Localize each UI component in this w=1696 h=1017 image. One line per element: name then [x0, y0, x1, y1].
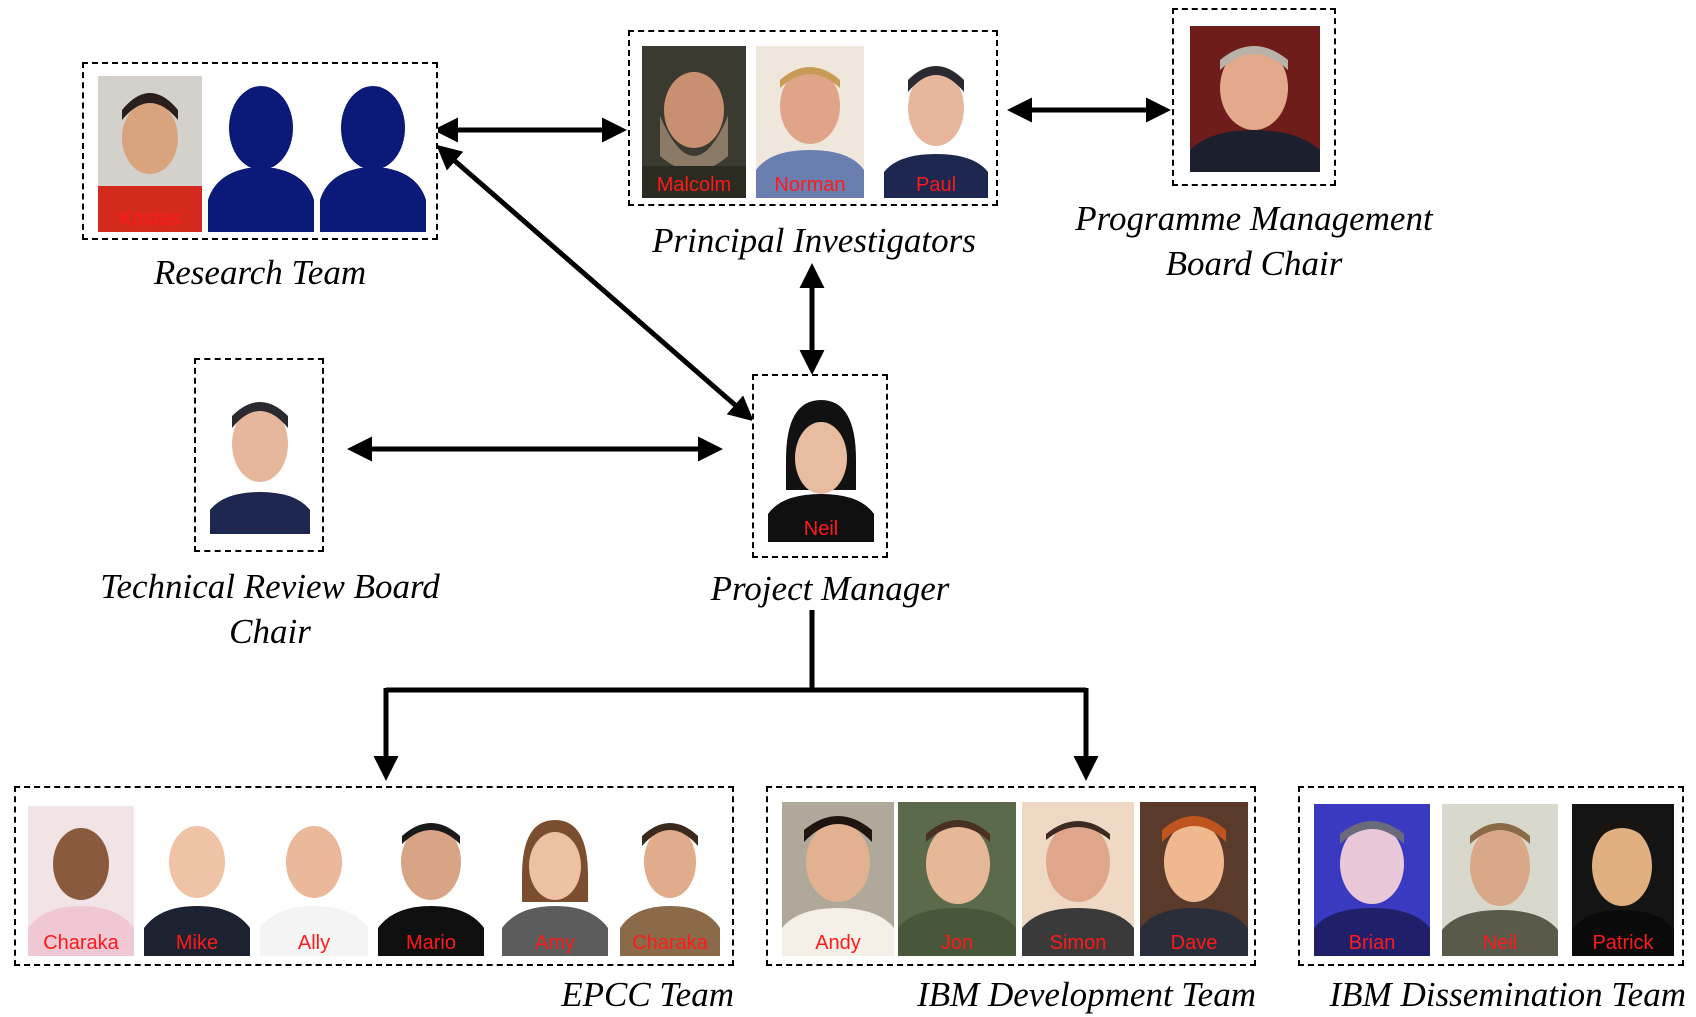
project-manager-box: Neil: [752, 374, 888, 558]
person-icon: [898, 820, 1016, 956]
member-name: Mario: [405, 932, 456, 954]
photo-placeholder-1: [208, 76, 314, 232]
member-name: Simon: [1049, 932, 1107, 954]
person-icon: [1140, 816, 1248, 956]
member-name: Charaka: [43, 932, 119, 954]
member-name: Andy: [815, 932, 861, 954]
member-name: Dave: [1170, 932, 1218, 954]
arrow-research-pm: [436, 144, 754, 422]
member-name: Charaka: [632, 932, 708, 954]
member-name: Malcolm: [656, 174, 732, 196]
programme-board-caption-1: Programme Management: [1075, 199, 1433, 238]
research-team-caption: Research Team: [153, 253, 367, 292]
person-icon: [768, 400, 874, 542]
photo-epcc-2: Mike: [144, 806, 250, 956]
ibm-development-team-box: Andy Jon Simon Dave: [766, 786, 1256, 966]
photo-technical-chair: [210, 384, 310, 534]
photo-ibmdev-3: Simon: [1022, 802, 1134, 956]
member-name: Ally: [297, 932, 331, 954]
member-name: Norman: [774, 174, 846, 196]
person-icon: [28, 828, 134, 956]
technical-board-box: [194, 358, 324, 552]
member-name: Patrick: [1592, 932, 1654, 954]
member-name: Amy: [535, 932, 575, 954]
photo-epcc-4: Mario: [378, 806, 484, 956]
photo-ibmdev-4: Dave: [1140, 802, 1248, 956]
person-icon: [1022, 821, 1134, 956]
person-icon: [642, 72, 746, 198]
project-manager-caption: Project Manager: [710, 569, 950, 608]
person-icon: [1190, 46, 1320, 172]
photo-malcolm: Malcolm: [642, 46, 746, 198]
research-team-box: Kostas: [82, 62, 438, 240]
silhouette-icon: [208, 86, 314, 232]
photo-epcc-3: Ally: [260, 806, 368, 956]
technical-board-caption-1: Technical Review Board: [100, 567, 440, 606]
member-name: Neil: [1482, 932, 1518, 954]
person-icon: [782, 816, 894, 956]
member-name: Mike: [175, 932, 219, 954]
photo-placeholder-2: [320, 76, 426, 232]
ibm-dissemination-team-box: Brian Neil Patrick: [1298, 786, 1684, 966]
programme-board-box: [1172, 8, 1336, 186]
ibm-development-team-caption: IBM Development Team: [917, 975, 1256, 1014]
photo-programme-chair: [1190, 26, 1320, 172]
member-name: Brian: [1348, 932, 1396, 954]
person-icon: [260, 826, 368, 956]
principal-investigators-caption: Principal Investigators: [652, 221, 976, 260]
photo-ibmdis-2: Neil: [1442, 804, 1558, 956]
person-icon: [502, 820, 608, 956]
photo-epcc-1: Charaka: [28, 806, 134, 956]
photo-neil-pm: Neil: [768, 390, 874, 542]
photo-epcc-6: Charaka: [620, 806, 720, 956]
photo-ibmdev-2: Jon: [898, 802, 1016, 956]
photo-kostas: Kostas: [98, 76, 202, 232]
photo-ibmdis-1: Brian: [1314, 804, 1430, 956]
person-icon: [1314, 821, 1430, 956]
person-icon: [210, 402, 310, 534]
programme-board-caption-2: Board Chair: [1165, 244, 1343, 283]
person-icon: [756, 67, 864, 198]
member-name: Paul: [915, 174, 957, 196]
technical-board-caption-2: Chair: [229, 612, 311, 651]
person-icon: [1572, 820, 1674, 956]
silhouette-icon: [320, 86, 426, 232]
photo-ibmdis-3: Patrick: [1572, 804, 1674, 956]
person-icon: [884, 66, 988, 198]
epcc-team-caption: EPCC Team: [561, 975, 734, 1014]
principal-investigators-box: Malcolm Norman Paul: [628, 30, 998, 206]
person-icon: [1442, 823, 1558, 956]
ibm-dissemination-team-caption: IBM Dissemination Team: [1329, 975, 1686, 1014]
person-icon: [620, 823, 720, 956]
person-icon: [144, 826, 250, 956]
person-icon: [378, 823, 484, 956]
epcc-team-box: Charaka Mike Ally Mario: [14, 786, 734, 966]
member-name: Neil: [803, 518, 839, 540]
photo-epcc-5: Amy: [502, 806, 608, 956]
photo-paul: Paul: [884, 46, 988, 198]
photo-ibmdev-1: Andy: [782, 802, 894, 956]
member-name: Jon: [940, 932, 974, 954]
person-icon: [98, 93, 202, 232]
member-name: Kostas: [119, 208, 181, 230]
photo-norman: Norman: [756, 46, 864, 198]
